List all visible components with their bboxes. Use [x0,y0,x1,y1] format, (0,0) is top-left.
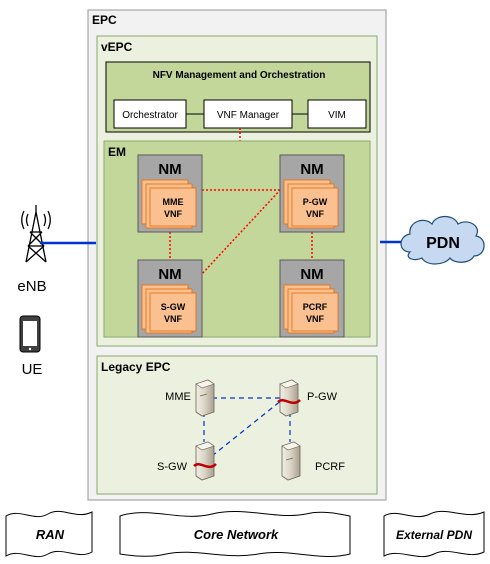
ran-label: RAN [36,527,65,542]
nm-sgw: NM S-GW VNF [137,259,203,338]
vnf-mme-name: MME [163,197,184,207]
ue-label: UE [22,361,43,378]
nm-pcrf: NM PCRF VNF [279,259,345,338]
nm-pcrf-label: NM [300,266,323,283]
em-title: EM [108,145,126,159]
pdn-label: PDN [426,235,460,252]
core-network-banner [119,511,351,557]
legacy-epc-box [96,355,378,495]
nm-sgw-label: NM [158,266,181,283]
pdn-cloud-icon [400,215,485,265]
epc-title: EPC [92,13,117,27]
legacy-pcrf-label: PCRF [315,461,345,473]
vnf-pgw-sub: VNF [306,209,325,219]
vnf-pcrf-sub: VNF [306,314,325,324]
orchestrator-label: Orchestrator [122,110,178,121]
vnf-pcrf-name: PCRF [303,302,328,312]
enb-label: eNB [17,278,46,295]
core-network-label: Core Network [194,527,279,542]
vnf-manager-label: VNF Manager [217,110,280,121]
legacy-sgw-pgw-link [211,399,283,457]
legacy-sgw-label: S-GW [157,461,188,473]
vnf-mme-sub: VNF [164,209,183,219]
ue-phone-icon [19,315,41,353]
legacy-pcrf-server-icon [281,441,301,481]
enb-tower-icon [21,205,51,263]
legacy-sgw-router-icon [193,441,217,481]
ran-banner [5,510,93,558]
nm-mme-label: NM [158,161,181,178]
vim-box [307,99,367,129]
legacy-mme-server-icon [195,379,215,417]
legacy-pgw-label: P-GW [307,391,338,403]
legacy-pgw-router-icon [277,379,301,417]
vepc-title: vEPC [101,40,133,54]
legacy-mme-label: MME [165,391,191,403]
vnf-manager-box [203,99,293,129]
external-pdn-banner [383,510,485,558]
nfv-mano-title: NFV Management and Orchestration [153,70,326,81]
vnf-sgw-sub: VNF [164,314,183,324]
nm-pgw: NM P-GW VNF [279,154,345,233]
vim-label: VIM [328,110,346,121]
nm-mme: NM MME VNF [137,154,203,233]
legacy-epc-title: Legacy EPC [101,360,171,374]
orchestrator-box [113,99,187,129]
external-pdn-label: External PDN [396,528,472,542]
vnf-pgw-name: P-GW [303,197,328,207]
nm-pgw-label: NM [300,161,323,178]
vnf-sgw-name: S-GW [161,302,186,312]
sgw-pgw-link [199,187,283,277]
